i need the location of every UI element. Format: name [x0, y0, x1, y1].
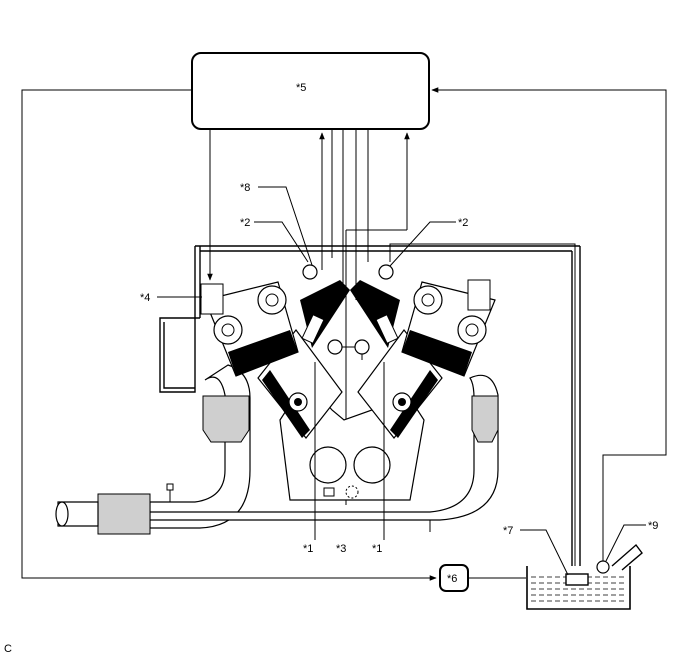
wiring-lines	[21, 87, 667, 581]
label-fuel-cap: *9	[648, 520, 658, 532]
fuel-line-frame	[159, 245, 581, 568]
label-sensor-2-right: *2	[458, 217, 468, 229]
sensor-2-right	[378, 264, 394, 280]
crank-sensor	[323, 485, 359, 499]
label-injector-4: *4	[140, 292, 150, 304]
label-injector-1-right: *1	[372, 543, 382, 555]
label-sensor-2-left: *2	[240, 217, 250, 229]
label-sensor-8: *8	[240, 182, 250, 194]
ecm-label: *5	[296, 82, 306, 94]
label-injector-1-left: *1	[303, 543, 313, 555]
leader-lines	[157, 186, 646, 576]
ecm-box: *5	[191, 52, 430, 130]
label-sensor-3: *3	[336, 543, 346, 555]
engine-block	[200, 279, 496, 501]
sensor-3-right	[354, 339, 370, 355]
sensor-8-left	[302, 264, 318, 280]
fuel-cap-sensor	[596, 560, 610, 574]
main-catalyst	[97, 493, 151, 535]
callout-labels: *8 *2 *2 *4 *1 *3 *1 *7 *9 C	[4, 182, 658, 655]
sensors	[302, 264, 394, 360]
fuel-tank	[526, 543, 643, 610]
fuel-pump-control-label: *6	[447, 573, 457, 585]
sensor-3-left	[327, 339, 343, 355]
label-fuel-sender: *7	[503, 525, 513, 537]
exhaust-system	[55, 364, 499, 535]
figure-code: C	[4, 643, 12, 655]
fuel-sender-unit	[565, 573, 589, 586]
catalyst-left	[202, 395, 250, 443]
injector-4-body	[200, 283, 224, 315]
catalyst-right	[471, 395, 499, 443]
fuel-pump-control: *6	[439, 564, 469, 592]
